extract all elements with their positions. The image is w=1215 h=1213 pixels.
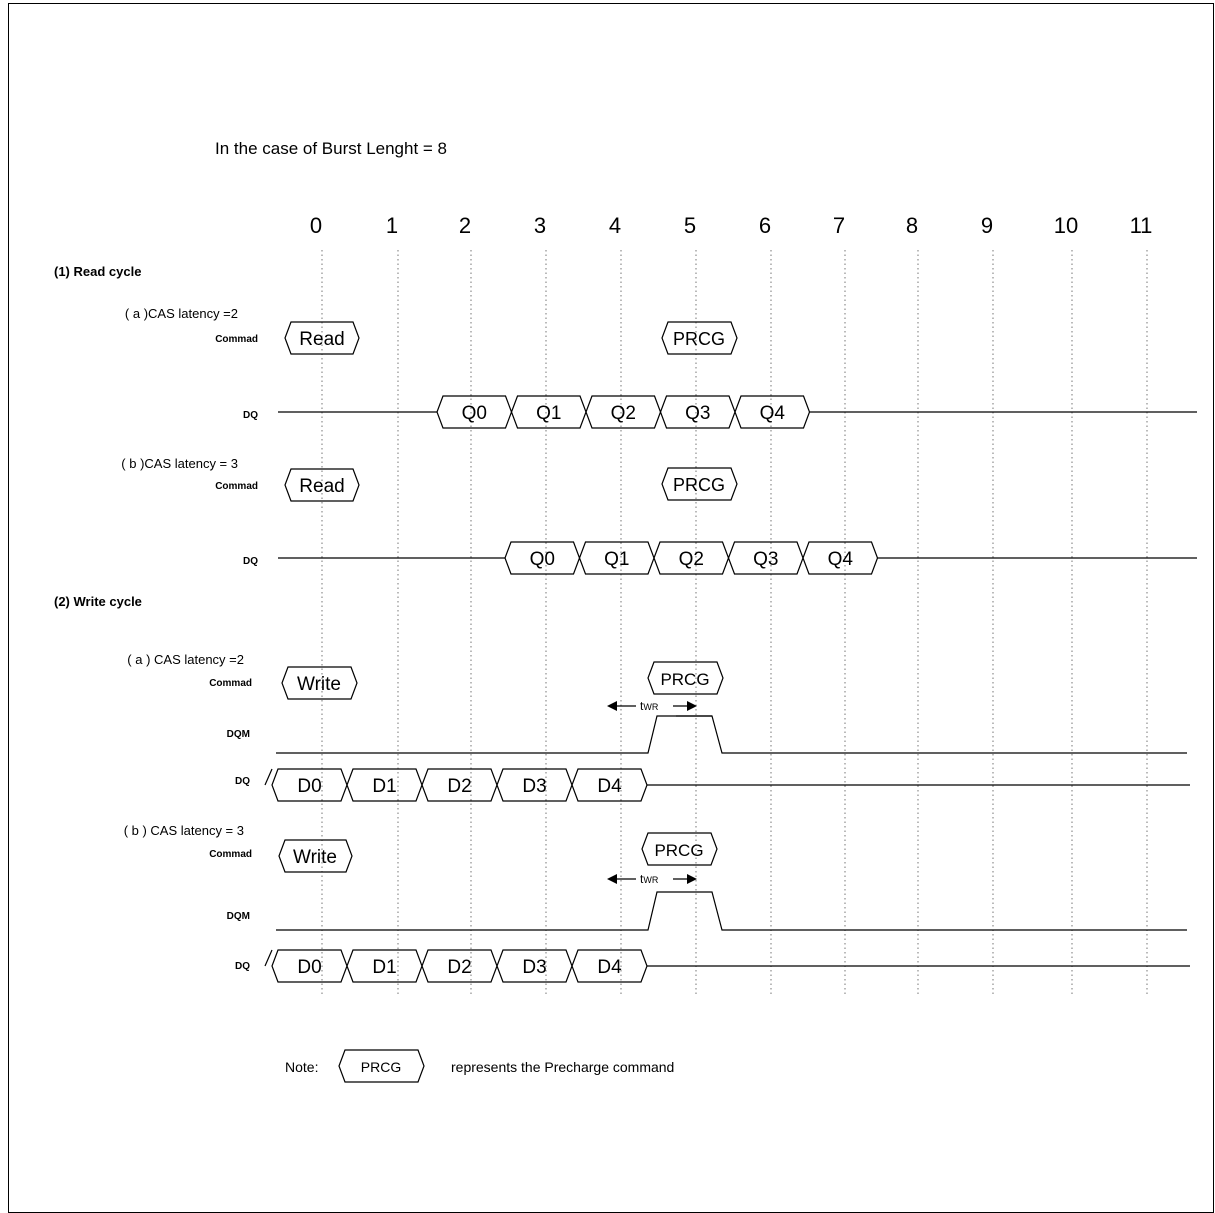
write-b-write-command: Write — [293, 847, 337, 868]
clock-label-7: 7 — [833, 213, 845, 238]
data-label-d4: D4 — [597, 957, 622, 978]
note-prcg-symbol-shape — [338, 1049, 425, 1083]
clock-label-0: 0 — [310, 213, 322, 238]
data-label-q2: Q2 — [611, 403, 636, 424]
data-label-q0: Q0 — [462, 403, 487, 424]
read-b-dq-label: DQ — [243, 556, 258, 567]
data-label-q4: Q4 — [760, 403, 786, 424]
write-b-twr-right-arrowhead — [687, 874, 697, 884]
bus-lead-in — [264, 768, 273, 786]
write-b-dqm-waveform — [276, 891, 1187, 931]
write-b-dq-label: DQ — [235, 961, 250, 972]
diagram-title: In the case of Burst Lenght = 8 — [215, 139, 447, 158]
read-b-read-command-shape — [284, 468, 360, 502]
data-label-q0: Q0 — [530, 549, 555, 570]
data-label-d0: D0 — [297, 957, 321, 978]
write-a-prcg-command: PRCG — [660, 670, 709, 689]
read-b-prcg-command-shape — [661, 467, 738, 501]
data-label-d4: D4 — [597, 776, 622, 797]
read-a-read-command-shape — [284, 321, 360, 355]
write-a-twr-right-arrowhead — [687, 701, 697, 711]
write-b-label: ( b ) CAS latency = 3 — [124, 823, 244, 838]
clock-label-10: 10 — [1054, 213, 1078, 238]
data-label-d1: D1 — [372, 776, 396, 797]
write-b-prcg-command: PRCG — [654, 841, 703, 860]
clock-label-11: 11 — [1130, 213, 1153, 238]
read-a-label: ( a )CAS latency =2 — [125, 306, 238, 321]
clock-label-9: 9 — [981, 213, 993, 238]
read-a-prcg-command: PRCG — [673, 329, 725, 349]
note-prefix: Note: — [285, 1059, 318, 1075]
clock-label-4: 4 — [609, 213, 621, 238]
data-label-d1: D1 — [372, 957, 396, 978]
data-label-q4: Q4 — [828, 549, 854, 570]
clock-label-1: 1 — [386, 213, 398, 238]
write-a-twr-label: tWR — [640, 699, 659, 713]
write-a-dq-waveform: D0 D1 D2 D3 D4 — [264, 768, 1190, 802]
note-prcg-symbol: PRCG — [361, 1059, 401, 1075]
clock-grid-lines — [321, 250, 1148, 995]
read-a-read-command: Read — [299, 329, 344, 350]
data-label-d0: D0 — [297, 776, 321, 797]
data-label-d3: D3 — [522, 957, 546, 978]
note-text: represents the Precharge command — [451, 1059, 674, 1075]
read-cycle-heading: (1) Read cycle — [54, 264, 141, 279]
write-b-twr-label: tWR — [640, 872, 659, 886]
write-b-dqm-label: DQM — [227, 911, 250, 922]
read-a-dq-waveform: Q0 Q1 Q2 Q3 Q4 — [278, 395, 1197, 429]
data-label-q3: Q3 — [753, 549, 778, 570]
clock-label-5: 5 — [684, 213, 696, 238]
write-b-twr-left-arrowhead — [607, 874, 617, 884]
data-label-q1: Q1 — [536, 403, 561, 424]
read-b-prcg-command: PRCG — [673, 475, 725, 495]
write-a-command-label: Commad — [209, 678, 252, 689]
write-a-write-command: Write — [297, 674, 341, 695]
write-b-write-command-shape — [278, 839, 353, 873]
data-label-d2: D2 — [447, 957, 471, 978]
read-b-read-command: Read — [299, 476, 344, 497]
clock-label-2: 2 — [459, 213, 471, 238]
data-label-q2: Q2 — [679, 549, 704, 570]
write-b-command-label: Commad — [209, 849, 252, 860]
clock-label-6: 6 — [759, 213, 771, 238]
read-a-command-label: Commad — [215, 334, 258, 345]
write-b-dq-waveform: D0 D1 D2 D3 D4 — [264, 949, 1190, 983]
write-cycle-heading: (2) Write cycle — [54, 594, 142, 609]
write-a-twr-left-arrowhead — [607, 701, 617, 711]
clock-label-3: 3 — [534, 213, 546, 238]
write-a-prcg-command-shape — [647, 661, 724, 695]
write-a-write-command-shape — [281, 666, 358, 700]
bus-lead-in — [264, 949, 273, 967]
read-b-label: ( b )CAS latency = 3 — [121, 456, 238, 471]
data-label-d2: D2 — [447, 776, 471, 797]
write-b-prcg-command-shape — [641, 832, 718, 866]
read-b-command-label: Commad — [215, 481, 258, 492]
write-a-dqm-label: DQM — [227, 729, 250, 740]
data-label-q1: Q1 — [604, 549, 629, 570]
data-label-q3: Q3 — [685, 403, 710, 424]
read-a-dq-label: DQ — [243, 410, 258, 421]
clock-labels: 0 1 2 3 4 5 6 7 8 9 10 11 — [310, 213, 1153, 238]
data-label-d3: D3 — [522, 776, 546, 797]
clock-label-8: 8 — [906, 213, 918, 238]
read-b-dq-waveform: Q0 Q1 Q2 Q3 Q4 — [278, 541, 1197, 575]
write-a-dq-label: DQ — [235, 776, 250, 787]
write-a-dqm-waveform — [276, 715, 1187, 754]
write-a-label: ( a ) CAS latency =2 — [127, 652, 244, 667]
read-a-prcg-command-shape — [661, 321, 738, 355]
